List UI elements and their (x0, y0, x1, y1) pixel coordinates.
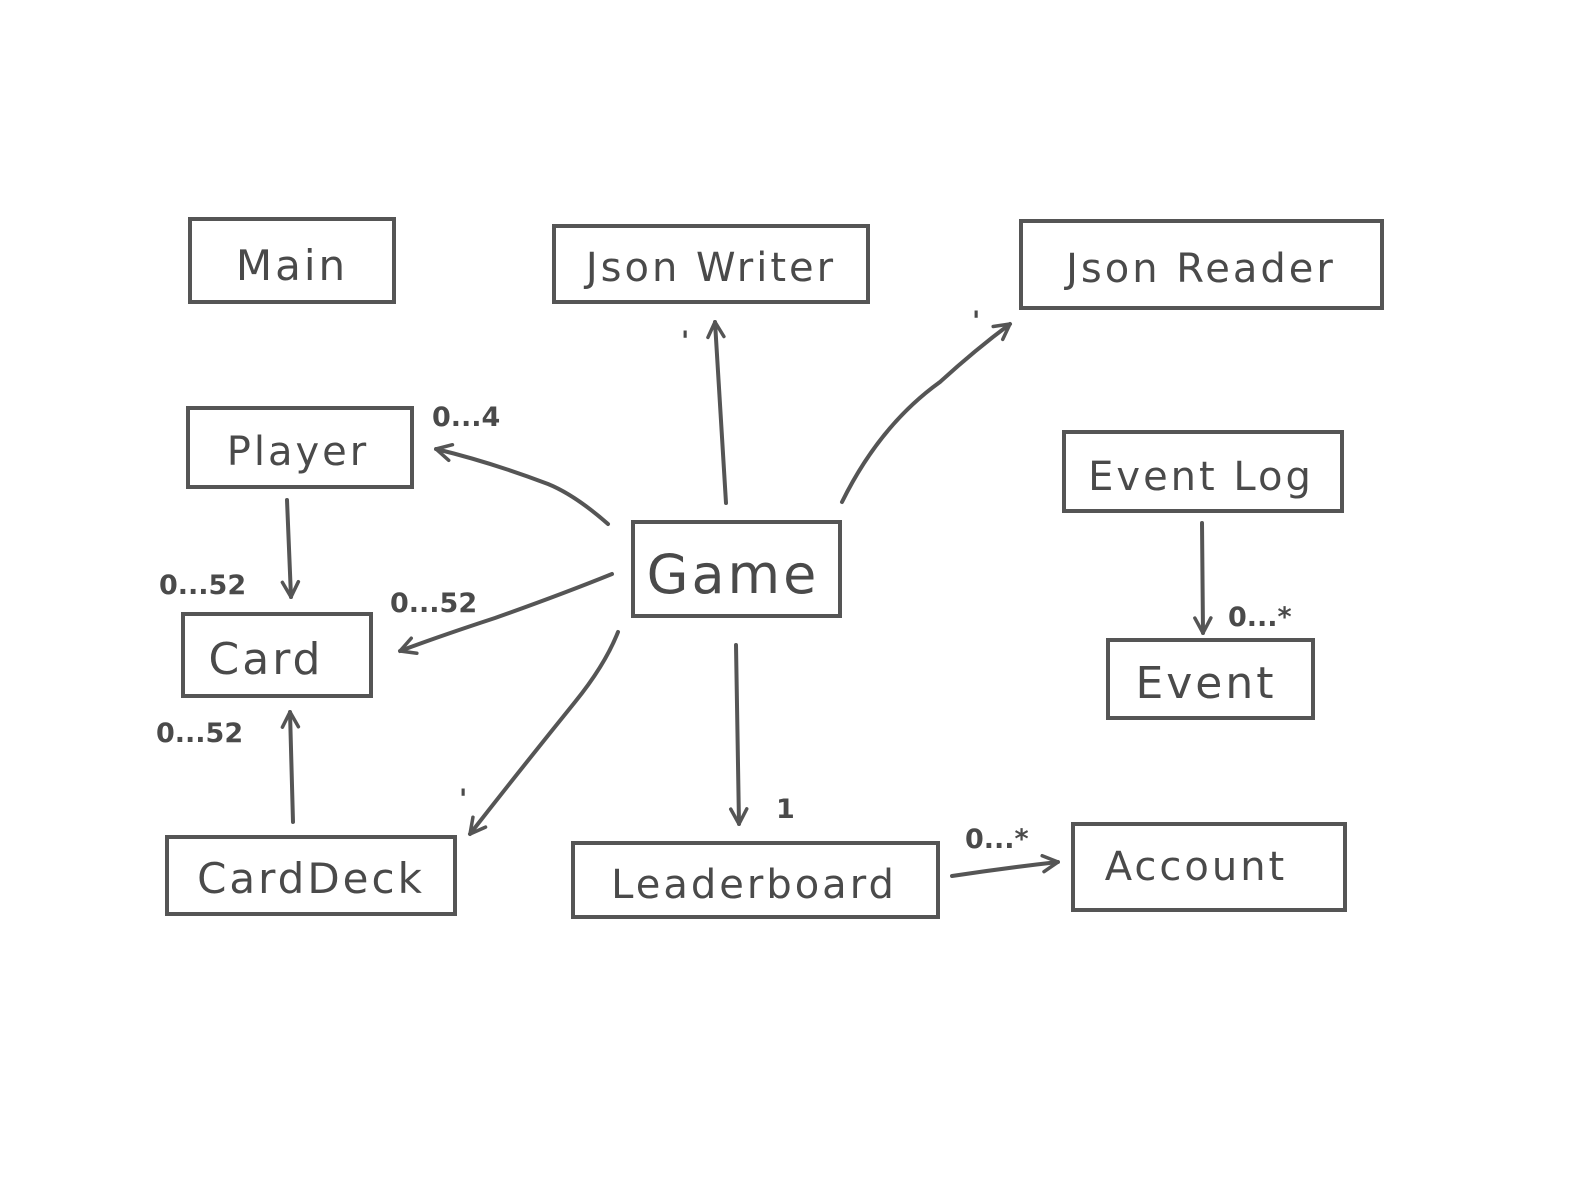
arrow-game-to-card (398, 572, 614, 655)
class-leaderboard: Leaderboard (571, 841, 940, 919)
arrow-player-to-card (280, 498, 301, 599)
class-event: Event (1106, 638, 1315, 720)
class-card-deck: CardDeck (165, 835, 457, 916)
multiplicity-event-log-event: 0...* (1228, 602, 1292, 633)
class-leaderboard-label: Leaderboard (611, 862, 897, 908)
class-event-log: Event Log (1062, 430, 1344, 513)
arrow-game-to-player (434, 442, 610, 526)
arrow-game-to-card-deck (468, 630, 620, 836)
arrow-leaderboard-to-account (950, 853, 1060, 878)
class-event-log-label: Event Log (1088, 454, 1314, 500)
class-player-label: Player (227, 429, 369, 475)
multiplicity-game-card: 0...52 (390, 588, 477, 619)
class-card-deck-label: CardDeck (197, 854, 425, 903)
multiplicity-game-json-writer: ' (681, 326, 689, 357)
arrow-game-to-json-reader (840, 322, 1012, 504)
class-event-label: Event (1135, 658, 1276, 709)
class-game-label: Game (647, 543, 820, 606)
class-player: Player (186, 406, 414, 489)
class-main-label: Main (236, 241, 348, 290)
class-game: Game (631, 520, 842, 618)
class-json-reader-label: Json Reader (1063, 246, 1336, 292)
class-json-writer-label: Json Writer (583, 245, 836, 291)
class-card: Card (181, 612, 373, 698)
multiplicity-game-leaderboard: 1 (776, 794, 795, 825)
arrow-game-to-json-writer (706, 320, 728, 505)
class-card-label: Card (209, 634, 324, 685)
arrow-event-log-to-event (1193, 521, 1213, 635)
multiplicity-card-deck-card: 0...52 (156, 718, 243, 749)
class-account-label: Account (1105, 844, 1288, 890)
arrow-card-deck-to-card (280, 710, 301, 824)
class-account: Account (1071, 822, 1347, 912)
class-json-writer: Json Writer (552, 224, 870, 304)
multiplicity-game-json-reader: ' (972, 306, 980, 337)
class-main: Main (188, 217, 396, 304)
multiplicity-leaderboard-account: 0...* (965, 824, 1029, 855)
multiplicity-player-card: 0...52 (159, 570, 246, 601)
multiplicity-game-card-deck: ' (459, 784, 467, 815)
multiplicity-game-player: 0...4 (432, 402, 500, 433)
arrow-game-to-leaderboard (728, 643, 749, 826)
class-json-reader: Json Reader (1019, 219, 1384, 310)
